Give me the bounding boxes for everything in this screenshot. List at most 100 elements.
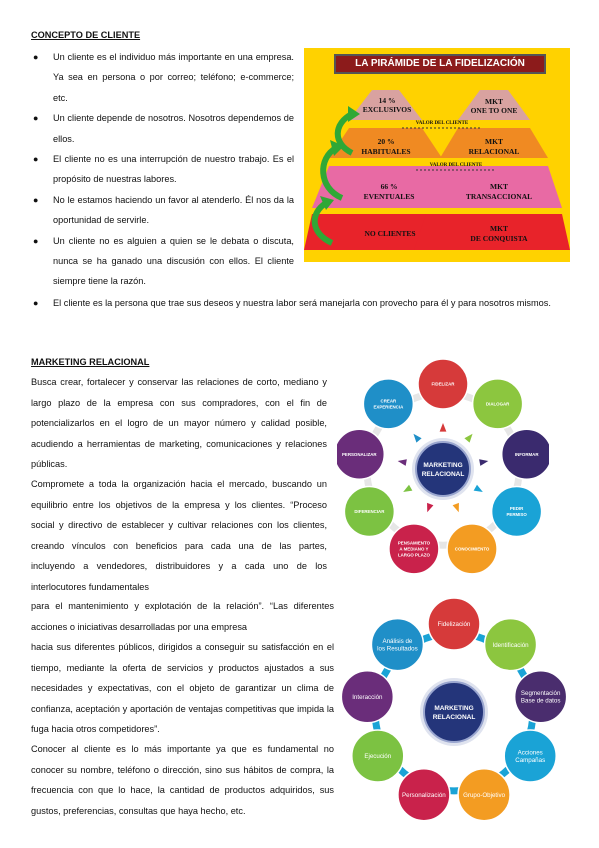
bullet-item: ●Un cliente depende de nosotros. Nosotro… bbox=[31, 108, 294, 149]
paragraph: Conocer al cliente es lo más importante … bbox=[31, 744, 334, 816]
node-label: Acciones bbox=[518, 749, 543, 756]
node-circle bbox=[427, 597, 481, 651]
node-circle bbox=[340, 669, 395, 724]
center-circle bbox=[423, 681, 485, 743]
node-label: EXPERIENCIA bbox=[373, 404, 404, 409]
paragraph: Busca crear, fortalecer y conservar las … bbox=[31, 377, 327, 469]
bullet-icon: ● bbox=[33, 194, 39, 205]
node-circle bbox=[370, 617, 425, 672]
center-circle bbox=[415, 441, 471, 497]
green-arrowhead-icon bbox=[320, 196, 334, 210]
node-circle bbox=[343, 485, 396, 538]
fidelization-pyramid-image: LA PIRÁMIDE DE LA FIDELIZACIÓN 14 %EXCLU… bbox=[304, 48, 570, 262]
marketing-relacional-diagram-2: MARKETING RELACIONAL FidelizaciónIdentific… bbox=[340, 597, 568, 822]
node-label: INFORMAR bbox=[515, 452, 539, 457]
arrow-icon bbox=[413, 433, 422, 443]
pyramid-right-mid2 bbox=[426, 166, 562, 208]
node-circle bbox=[446, 523, 498, 575]
node-label: CONOCIMIENTO bbox=[455, 546, 490, 551]
arrow-icon bbox=[439, 423, 447, 432]
arrow-icon bbox=[464, 433, 473, 443]
node-circle bbox=[337, 428, 386, 480]
node-label: Base de datos bbox=[521, 698, 561, 705]
bullet-icon: ● bbox=[33, 52, 39, 62]
arrow-icon bbox=[397, 459, 407, 466]
pyramid-left-label-3: 66 %EVENTUALES bbox=[363, 182, 415, 201]
green-arrowhead-icon bbox=[348, 106, 360, 122]
pyramid-left-label-4: NO CLIENTES bbox=[364, 229, 416, 238]
node-label: Segmentación bbox=[521, 690, 561, 697]
bullet-item: ●El cliente es la persona que trae sus d… bbox=[31, 293, 571, 313]
node-label: Personalización bbox=[402, 792, 446, 799]
pyramid-right-base bbox=[414, 214, 570, 250]
node-label: Fidelización bbox=[438, 621, 471, 628]
arrow-icon bbox=[452, 502, 459, 513]
center-label: MARKETING bbox=[434, 705, 473, 712]
marketing-relacional-diagram-1: MARKETING RELACIONAL FIDELIZAR DIALOGAR INFO… bbox=[337, 358, 549, 575]
paragraph: Compromete a toda la organización hacia … bbox=[31, 479, 327, 592]
bullet-icon: ● bbox=[33, 113, 39, 124]
node-label: PERSONALIZAR bbox=[342, 452, 377, 457]
green-arrow-icon bbox=[311, 200, 334, 246]
node-circle bbox=[490, 485, 543, 538]
node-label: los Resultados bbox=[377, 646, 418, 653]
bullet-icon: ● bbox=[33, 154, 39, 165]
node-circle bbox=[500, 428, 549, 480]
node-circle bbox=[457, 767, 511, 822]
pyramid-left-mid2 bbox=[312, 166, 462, 208]
bullet-item: ●No le estamos haciendo un favor al aten… bbox=[31, 190, 294, 231]
arrow-icon bbox=[479, 459, 489, 466]
cliente-bullet-last: ●El cliente es la persona que trae sus d… bbox=[31, 293, 571, 313]
node-label: A MEDIANO Y bbox=[399, 546, 428, 551]
node-label: PEDIR bbox=[510, 506, 524, 511]
arrow-icon bbox=[427, 502, 434, 513]
pyramid-left-label-2: 20 %HABITUALES bbox=[361, 137, 411, 156]
arrow-icon bbox=[473, 484, 483, 492]
node-label: Grupo-Objetivo bbox=[463, 792, 506, 799]
node-circle bbox=[513, 669, 568, 724]
node-circle bbox=[351, 729, 405, 783]
bullet-item: ●Un cliente no es alguien a quien se le … bbox=[31, 231, 294, 292]
bullet-item: ●Un cliente es el individuo más importan… bbox=[31, 47, 294, 108]
node-circle bbox=[388, 523, 440, 575]
node-label: DIALOGAR bbox=[486, 401, 510, 406]
green-arrow-icon bbox=[334, 111, 354, 156]
arrow-icon bbox=[403, 484, 413, 492]
node-label: Interacción bbox=[352, 694, 383, 701]
pyramid-left-mid1 bbox=[329, 128, 442, 158]
pyramid-right-mid1 bbox=[440, 128, 548, 158]
bullet-item: ●El cliente no es una interrupción de nu… bbox=[31, 149, 294, 190]
node-label: Identificación bbox=[493, 642, 530, 649]
cliente-bullet-list: ●Un cliente es el individuo más importan… bbox=[31, 47, 294, 292]
node-circle bbox=[483, 617, 538, 672]
node-label: Análisis de bbox=[382, 638, 412, 645]
pyramid-title: LA PIRÁMIDE DE LA FIDELIZACIÓN bbox=[334, 54, 546, 74]
section-heading-concepto-cliente: CONCEPTO DE CLIENTE bbox=[31, 30, 141, 40]
node-circle bbox=[397, 767, 451, 822]
node-label: CREAR bbox=[381, 398, 397, 403]
section-heading-marketing-relacional: MARKETING RELACIONAL bbox=[31, 357, 150, 367]
center-label: RELACIONAL bbox=[433, 714, 476, 721]
pyramid-svg bbox=[304, 90, 570, 250]
node-circle bbox=[362, 378, 415, 430]
node-label: Ejecución bbox=[364, 753, 391, 760]
pyramid-left-label-1: 14 %EXCLUSIVOS bbox=[362, 96, 412, 114]
node-label: Campañas bbox=[515, 757, 545, 764]
node-label: FIDELIZAR bbox=[432, 382, 456, 387]
valor-cliente-label: VALOR DEL CLIENTE bbox=[429, 163, 483, 168]
center-label: RELACIONAL bbox=[422, 471, 465, 478]
pyramid-left-top bbox=[349, 90, 422, 120]
center-label: MARKETING bbox=[423, 462, 462, 469]
green-arrow-icon bbox=[320, 145, 344, 201]
node-circle bbox=[417, 358, 469, 410]
green-arrowhead-icon bbox=[330, 140, 344, 156]
bullet-icon: ● bbox=[33, 235, 39, 246]
valor-cliente-label: VALOR DEL CLIENTE bbox=[415, 121, 469, 126]
node-label: PENSAMIENTO bbox=[398, 541, 431, 546]
paragraph: hacia sus diferentes públicos, dirigidos… bbox=[31, 642, 334, 734]
node-circle bbox=[503, 729, 557, 783]
node-circle bbox=[471, 378, 524, 430]
